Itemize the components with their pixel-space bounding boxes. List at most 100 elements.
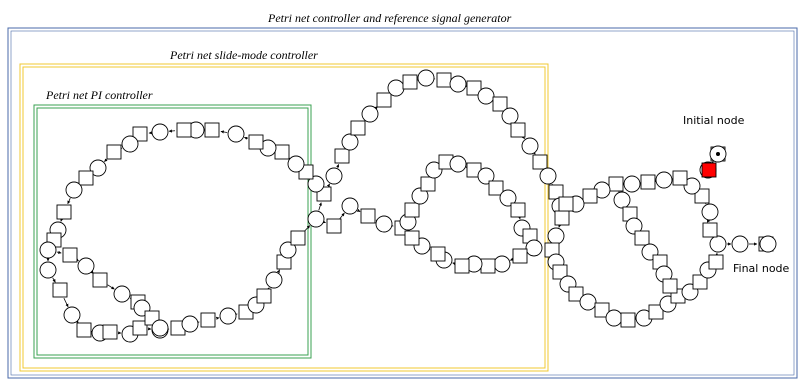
place	[152, 124, 168, 140]
place	[66, 182, 82, 198]
transition	[107, 145, 121, 159]
place	[702, 204, 718, 220]
place	[478, 88, 494, 104]
transition	[641, 175, 655, 189]
arc	[53, 278, 56, 283]
final-node-label: Final node	[733, 262, 789, 275]
place	[540, 168, 556, 184]
transition	[335, 149, 349, 163]
transition	[177, 123, 191, 137]
final-place	[760, 236, 776, 252]
initial-node-label: Initial node	[683, 114, 744, 127]
transition	[79, 171, 93, 185]
transition	[511, 203, 525, 217]
transition	[555, 211, 569, 225]
arc	[319, 203, 322, 211]
nodes	[40, 70, 776, 342]
transition	[489, 181, 503, 195]
transition	[405, 231, 419, 245]
transition	[103, 325, 117, 339]
transition	[405, 203, 419, 217]
slide-mode-frame-inner	[23, 67, 545, 368]
transition	[351, 121, 365, 135]
arc	[64, 298, 68, 307]
transition	[431, 247, 445, 261]
place	[376, 216, 392, 232]
initial-transition	[702, 163, 716, 177]
place	[266, 272, 282, 288]
place	[78, 258, 94, 274]
place	[450, 156, 466, 172]
transition	[663, 279, 677, 293]
arc	[510, 260, 512, 261]
arc	[328, 184, 329, 186]
arc	[358, 210, 360, 211]
arc	[340, 213, 345, 219]
transition	[361, 209, 375, 223]
outer-frame	[8, 28, 797, 378]
place	[548, 228, 564, 244]
outer-title: Petri net controller and reference signa…	[268, 11, 511, 26]
transition	[77, 323, 91, 337]
transition	[291, 231, 305, 245]
token	[716, 152, 720, 156]
transition	[275, 145, 289, 159]
transition	[511, 123, 525, 137]
transition	[533, 155, 547, 169]
place	[502, 108, 518, 124]
place	[494, 256, 510, 272]
place	[656, 172, 672, 188]
place	[342, 134, 358, 150]
transition	[609, 177, 623, 191]
arcs	[48, 79, 757, 333]
place	[580, 294, 596, 310]
pi-title: Petri net PI controller	[46, 88, 153, 103]
slide-mode-title: Petri net slide-mode controller	[170, 48, 318, 63]
place	[122, 136, 138, 152]
place	[522, 138, 538, 154]
transition	[327, 219, 341, 233]
place	[152, 320, 168, 336]
transition	[635, 231, 649, 245]
outer-frame-inner	[11, 31, 794, 375]
transition	[583, 189, 597, 203]
transition	[63, 248, 77, 262]
place	[182, 316, 198, 332]
transition	[513, 249, 527, 263]
place	[614, 192, 630, 208]
transition	[709, 255, 723, 269]
transition	[57, 205, 71, 219]
transition	[559, 197, 573, 211]
transition	[257, 289, 271, 303]
transition	[481, 259, 495, 273]
place	[362, 106, 378, 122]
arc	[221, 131, 227, 132]
arc	[169, 131, 175, 132]
place	[114, 286, 130, 302]
place	[288, 156, 304, 172]
transition	[205, 123, 219, 137]
transition	[403, 75, 417, 89]
place	[40, 262, 56, 278]
place	[450, 76, 466, 92]
transition	[93, 273, 107, 287]
arc	[337, 164, 338, 167]
transition	[455, 259, 469, 273]
place	[418, 70, 434, 86]
transition	[377, 93, 391, 107]
arc	[278, 270, 279, 272]
arc	[108, 285, 115, 289]
place	[606, 310, 622, 326]
place	[64, 307, 80, 323]
place	[308, 211, 324, 227]
place	[710, 236, 726, 252]
place	[40, 242, 56, 258]
transition	[53, 283, 67, 297]
transition	[249, 135, 263, 149]
transition	[703, 223, 717, 237]
place	[388, 80, 404, 96]
transition	[621, 313, 635, 327]
place	[326, 168, 342, 184]
